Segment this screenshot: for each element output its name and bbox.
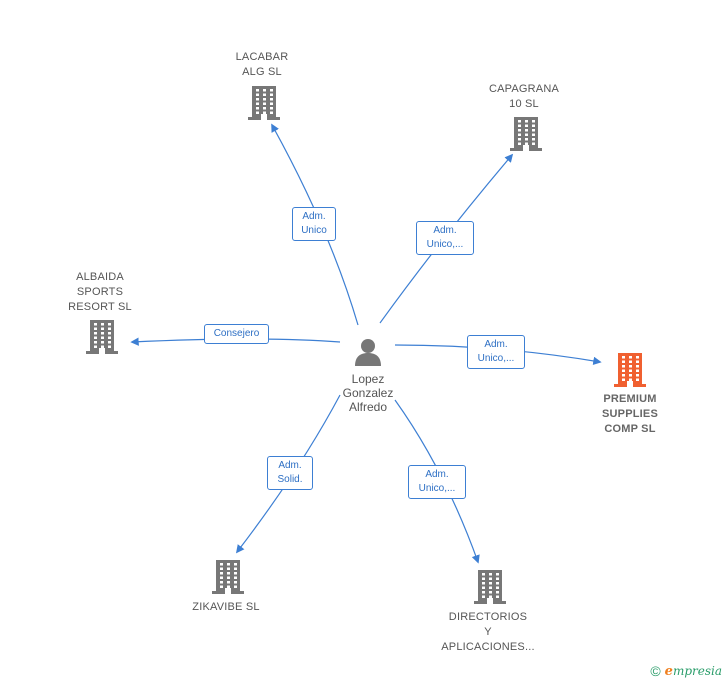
building-icon-highlight[interactable] — [614, 353, 646, 392]
role-line: Adm. — [433, 225, 457, 236]
company-label-line: ALBAIDA — [76, 271, 124, 283]
company-label-line: COMP SL — [604, 423, 656, 435]
company-label-line: SPORTS — [76, 286, 124, 298]
role-badge-lacabar[interactable]: Adm. Unico — [292, 207, 336, 241]
role-line: Unico,... — [426, 239, 464, 250]
role-badge-directorios[interactable]: Adm. Unico,... — [408, 465, 466, 499]
company-label-line: CAPAGRANA — [488, 83, 560, 95]
company-label-line: ZIKAVIBE SL — [192, 601, 260, 613]
role-line: Adm. — [278, 460, 302, 471]
person-name[interactable]: Lopez Gonzalez Alfredo — [318, 372, 418, 414]
company-label-zikavibe[interactable]: ZIKAVIBE SL — [176, 600, 276, 615]
company-label-line: ALG SL — [242, 66, 282, 78]
company-label-line: 10 SL — [509, 98, 539, 110]
person-name-line-3: Alfredo — [348, 400, 388, 414]
brand-footer: © empresia — [650, 663, 722, 679]
role-line: Adm. — [484, 339, 508, 350]
company-label-line: DIRECTORIOS — [448, 611, 528, 623]
company-label-line: APLICACIONES... — [441, 641, 535, 653]
building-icon[interactable] — [212, 560, 244, 599]
company-label-line: RESORT SL — [68, 301, 132, 313]
role-badge-capagrana[interactable]: Adm. Unico,... — [416, 221, 474, 255]
person-icon[interactable] — [353, 337, 383, 372]
company-label-lacabar[interactable]: LACABAR ALG SL — [212, 50, 312, 80]
role-line: Solid. — [277, 474, 303, 485]
copyright-icon: © — [650, 663, 661, 679]
company-label-capagrana[interactable]: CAPAGRANA 10 SL — [474, 82, 574, 112]
company-label-albaida[interactable]: ALBAIDA SPORTS RESORT SL — [50, 270, 150, 315]
role-line: Unico,... — [477, 353, 515, 364]
company-label-line: PREMIUM — [603, 393, 657, 405]
building-icon[interactable] — [510, 117, 542, 156]
person-name-line-1: Lopez — [351, 372, 385, 386]
role-line: Adm. — [425, 469, 449, 480]
role-line: Consejero — [213, 328, 260, 339]
role-badge-zikavibe[interactable]: Adm. Solid. — [267, 456, 313, 490]
role-badge-premium[interactable]: Adm. Unico,... — [467, 335, 525, 369]
person-name-line-2: Gonzalez — [342, 386, 394, 400]
company-label-line: Y — [484, 626, 492, 638]
building-icon[interactable] — [86, 320, 118, 359]
brand-first-letter: e — [664, 664, 673, 679]
role-line: Unico,... — [418, 483, 456, 494]
building-icon[interactable] — [248, 86, 280, 125]
company-label-line: LACABAR — [235, 51, 289, 63]
brand-logo: empresia — [665, 663, 722, 679]
building-icon[interactable] — [474, 570, 506, 609]
role-badge-albaida[interactable]: Consejero — [204, 324, 269, 344]
company-label-line: SUPPLIES — [601, 408, 658, 420]
company-label-premium[interactable]: PREMIUM SUPPLIES COMP SL — [580, 392, 680, 437]
company-label-directorios[interactable]: DIRECTORIOS Y APLICACIONES... — [428, 610, 548, 655]
brand-rest: mpresia — [672, 664, 722, 678]
role-line: Unico — [301, 225, 327, 236]
role-line: Adm. — [302, 211, 326, 222]
